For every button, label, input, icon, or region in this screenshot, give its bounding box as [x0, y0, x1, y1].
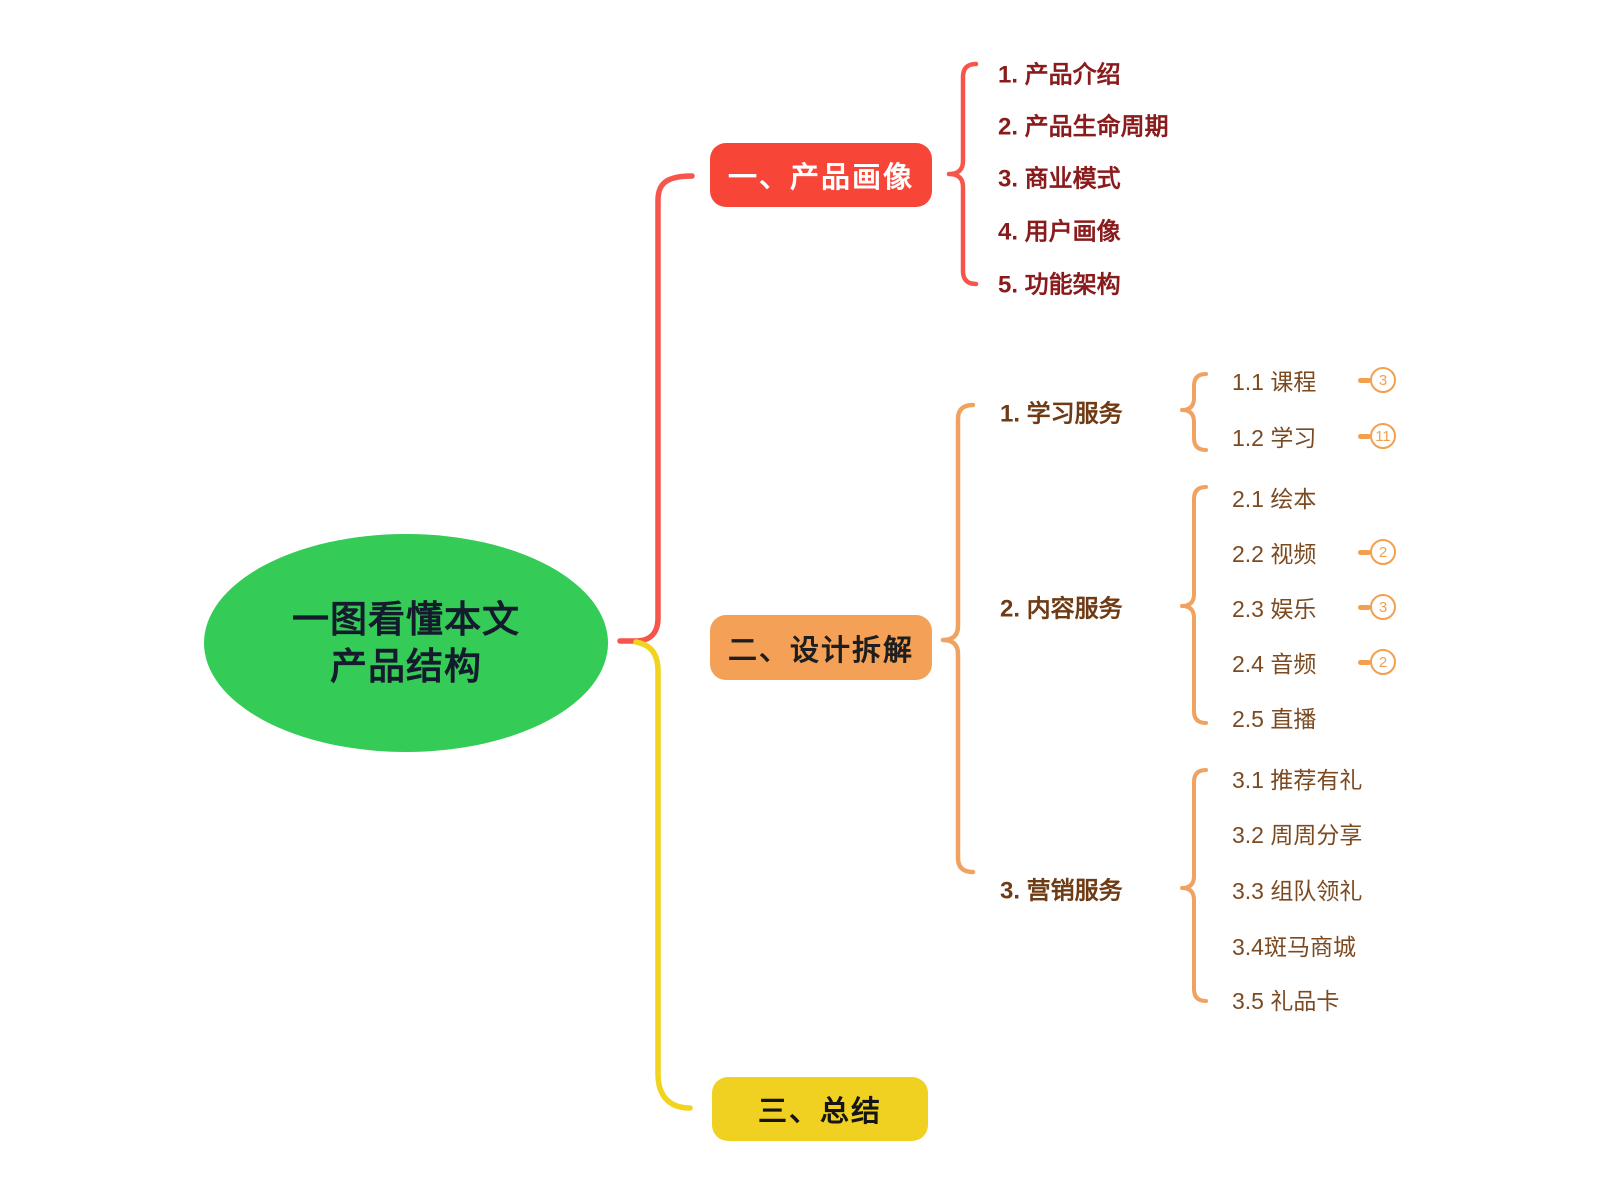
leaf-item-2-3[interactable]: 2.3 娱乐	[1232, 596, 1317, 622]
leaf-item-3-4[interactable]: 3.4斑马商城	[1232, 934, 1356, 960]
group3-brace	[1180, 768, 1208, 1003]
count-badge-entertainment[interactable]: 3	[1358, 594, 1396, 620]
leaf-item-2-4[interactable]: 2.4 音频	[1232, 651, 1317, 677]
group2-brace	[1180, 485, 1208, 725]
badge-connector-dash	[1358, 604, 1371, 610]
root-title-line2: 产品结构	[330, 646, 482, 687]
leaf-item-1-1[interactable]: 1.1 课程	[1232, 369, 1317, 395]
branch2-brace	[940, 402, 976, 875]
badge-count: 2	[1370, 649, 1396, 675]
branch-node-summary[interactable]: 三、总结	[712, 1077, 928, 1141]
branch3-connector	[633, 639, 693, 1111]
root-title-line1: 一图看懂本文	[292, 599, 520, 640]
leaf-item-3-3[interactable]: 3.3 组队领礼	[1232, 878, 1363, 904]
group-label-content-service[interactable]: 2. 内容服务	[1000, 595, 1123, 623]
leaf-item-2-2[interactable]: 2.2 视频	[1232, 541, 1317, 567]
leaf-item-1-2[interactable]: 1.2 学习	[1232, 425, 1317, 451]
branch1-item-2[interactable]: 2. 产品生命周期	[998, 113, 1169, 141]
leaf-item-2-5[interactable]: 2.5 直播	[1232, 706, 1317, 732]
leaf-item-3-2[interactable]: 3.2 周周分享	[1232, 822, 1363, 848]
root-node[interactable]: 一图看懂本文 产品结构	[204, 534, 608, 752]
count-badge-learning[interactable]: 11	[1358, 423, 1396, 449]
badge-count: 3	[1370, 367, 1396, 393]
leaf-item-3-5[interactable]: 3.5 礼品卡	[1232, 988, 1340, 1014]
count-badge-video[interactable]: 2	[1358, 539, 1396, 565]
branch1-item-3[interactable]: 3. 商业模式	[998, 165, 1121, 193]
badge-count: 3	[1370, 594, 1396, 620]
group-label-learning-service[interactable]: 1. 学习服务	[1000, 400, 1123, 428]
branch1-item-5[interactable]: 5. 功能架构	[998, 271, 1121, 299]
badge-connector-dash	[1358, 377, 1371, 383]
count-badge-courses[interactable]: 3	[1358, 367, 1396, 393]
badge-connector-dash	[1358, 549, 1371, 555]
badge-count: 2	[1370, 539, 1396, 565]
badge-connector-dash	[1358, 659, 1371, 665]
leaf-item-3-1[interactable]: 3.1 推荐有礼	[1232, 767, 1363, 793]
group-label-marketing-service[interactable]: 3. 营销服务	[1000, 877, 1123, 905]
branch1-item-4[interactable]: 4. 用户画像	[998, 218, 1121, 246]
count-badge-audio[interactable]: 2	[1358, 649, 1396, 675]
branch-node-product-profile[interactable]: 一、产品画像	[710, 143, 932, 207]
badge-count: 11	[1370, 423, 1396, 449]
branch1-connector	[617, 173, 695, 644]
leaf-item-2-1[interactable]: 2.1 绘本	[1232, 486, 1317, 512]
branch-node-design-breakdown[interactable]: 二、设计拆解	[710, 615, 932, 680]
badge-connector-dash	[1358, 433, 1371, 439]
branch1-brace	[946, 61, 979, 287]
group1-brace	[1180, 372, 1208, 452]
branch1-item-1[interactable]: 1. 产品介绍	[998, 61, 1121, 89]
